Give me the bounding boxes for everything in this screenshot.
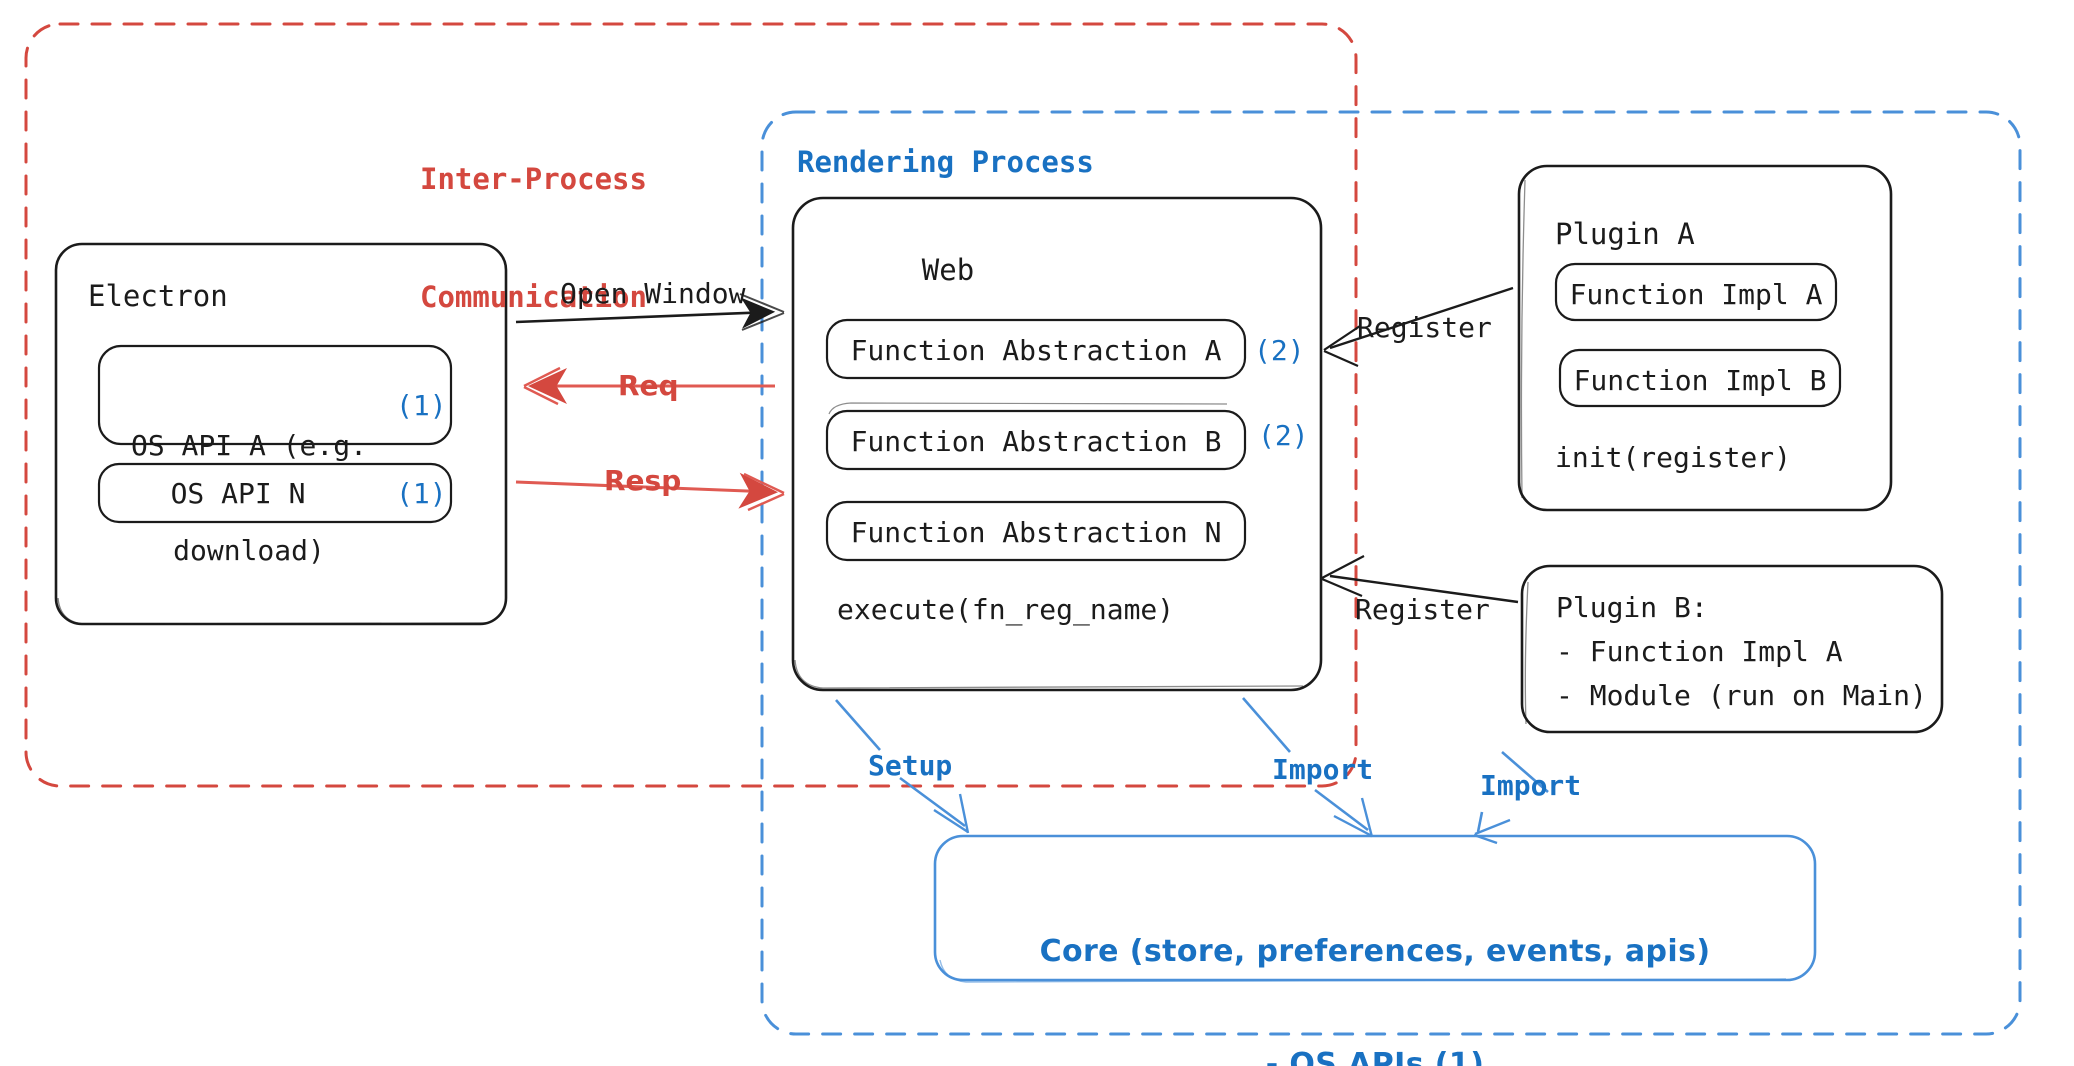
ipc-container-label: Inter-Process Communication <box>420 82 720 395</box>
web-box-title: Web <box>921 253 975 287</box>
register-b-arrow-label: Register <box>1355 593 1490 626</box>
os-api-n-badge: (1) <box>396 477 447 510</box>
ipc-label-line1: Inter-Process <box>420 162 647 197</box>
setup-arrow-label: Setup <box>868 749 953 782</box>
function-abstraction-b-badge: (2) <box>1258 419 1309 452</box>
os-api-a-label-line1: OS API A (e.g. <box>130 429 367 462</box>
web-execute-footer: execute(fn_reg_name) <box>837 593 1175 626</box>
import-web-arrow-label: Import <box>1272 753 1374 786</box>
plugin-b-line-2: - Module (run on Main) <box>1556 679 1927 712</box>
function-abstraction-a-badge: (2) <box>1254 334 1305 367</box>
plugin-a-init-footer: init(register) <box>1555 441 1792 474</box>
req-arrow-label: Req <box>618 369 679 402</box>
ipc-label-line2: Communication <box>420 279 647 314</box>
plugin-b-box-title: Plugin B: <box>1556 591 1708 624</box>
function-impl-b-label: Function Impl B <box>1573 364 1827 397</box>
plugin-b-line-1: - Function Impl A <box>1556 635 1843 668</box>
import-plugin-arrow-label: Import <box>1480 769 1582 802</box>
electron-box-title: Electron <box>88 279 228 313</box>
os-api-a-label: OS API A (e.g. download) <box>109 358 389 638</box>
function-abstraction-b-label: Function Abstraction B <box>850 425 1222 458</box>
resp-arrow-label: Resp <box>604 464 682 497</box>
core-line-1: Core (store, preferences, events, apis) <box>1039 934 1711 969</box>
os-api-a-label-line2: download) <box>173 534 325 567</box>
function-abstraction-n-label: Function Abstraction N <box>850 516 1222 549</box>
function-abstraction-a-label: Function Abstraction A <box>850 334 1222 367</box>
core-line-2: - OS APIs (1) <box>1265 1046 1485 1066</box>
os-api-a-badge: (1) <box>396 389 447 422</box>
rendering-process-label: Rendering Process <box>797 145 1094 179</box>
plugin-a-box-title: Plugin A <box>1555 217 1695 251</box>
core-box-text: Core (store, preferences, events, apis) … <box>935 858 1815 1066</box>
open-window-arrow-label: Open Window <box>560 277 746 310</box>
register-a-arrow-label: Register <box>1357 311 1492 344</box>
os-api-n-label: OS API N <box>170 477 306 510</box>
function-impl-a-label: Function Impl A <box>1569 278 1823 311</box>
